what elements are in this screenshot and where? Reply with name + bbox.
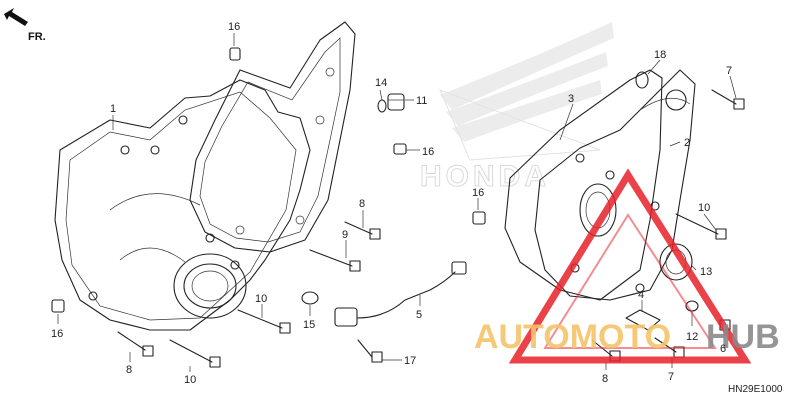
watermark-brand-part1: AUTOMOTO xyxy=(474,318,671,356)
callout-13: 13 xyxy=(700,266,712,278)
callout-8-left-upper: 8 xyxy=(359,198,365,210)
callout-15: 15 xyxy=(303,319,315,331)
callout-4: 4 xyxy=(638,289,644,301)
bolt-8-left-lower xyxy=(117,331,154,357)
o-ring-14 xyxy=(377,99,387,113)
callout-7-upper: 7 xyxy=(726,65,732,77)
speed-sensor-5 xyxy=(334,261,467,327)
callout-12: 12 xyxy=(686,331,698,343)
bolt-10-left-lower xyxy=(169,339,221,368)
left-crankcase-cover xyxy=(54,79,311,331)
dowel-pin-top xyxy=(229,47,241,61)
background-logo-text: HONDA xyxy=(420,160,550,193)
callout-17: 17 xyxy=(404,355,416,367)
bolt-8-left-upper xyxy=(344,221,381,240)
callout-3: 3 xyxy=(568,93,574,105)
callout-16-right: 16 xyxy=(422,146,434,158)
callout-18: 18 xyxy=(654,49,666,61)
o-ring-15 xyxy=(301,291,319,305)
callout-6: 6 xyxy=(720,343,726,355)
callout-10-left-lower: 10 xyxy=(184,374,196,386)
callout-8-right: 8 xyxy=(602,373,608,385)
callout-1: 1 xyxy=(110,103,116,115)
bracket-4 xyxy=(625,309,661,331)
watermark-logo: AUTOMOTO HUB xyxy=(474,318,780,356)
bolt-9 xyxy=(309,249,361,272)
dowel-pin-left xyxy=(51,299,65,313)
callout-11: 11 xyxy=(416,95,427,107)
callout-16-left: 16 xyxy=(51,328,63,340)
diagram-code: HN29E1000 xyxy=(728,384,783,395)
callout-16-top: 16 xyxy=(228,21,240,33)
bolt-10-left xyxy=(237,309,291,334)
callout-5: 5 xyxy=(416,309,422,321)
callout-2: 2 xyxy=(684,137,690,149)
callout-7-lower: 7 xyxy=(668,371,674,383)
callouts: 1 16 14 11 16 8 9 10 15 5 16 8 10 17 3 1… xyxy=(51,21,732,386)
callout-14: 14 xyxy=(375,77,387,89)
dowel-pin-center xyxy=(472,211,486,225)
right-cover-gasket xyxy=(504,69,663,301)
bolt-7-upper xyxy=(711,89,745,110)
bolt-17 xyxy=(357,339,383,363)
watermark-triangle xyxy=(508,168,752,364)
watermark-brand-part2: HUB xyxy=(706,318,780,356)
callout-9: 9 xyxy=(342,229,348,241)
front-direction-arrow: FR. xyxy=(4,8,46,43)
left-cover-gasket xyxy=(189,21,356,253)
callout-10-right: 10 xyxy=(698,202,710,214)
oil-plug-11 xyxy=(387,93,405,111)
callout-16-center: 16 xyxy=(472,187,484,199)
callout-8-left-lower: 8 xyxy=(126,364,132,376)
front-direction-label: FR. xyxy=(28,31,46,43)
right-crankcase-cover xyxy=(534,69,696,301)
bolt-10-right xyxy=(675,213,727,240)
dowel-pin-right xyxy=(393,143,407,155)
washer-12 xyxy=(685,300,699,312)
dowel-18 xyxy=(635,71,649,89)
honda-wing-logo: HONDA xyxy=(420,22,614,194)
callout-10-left: 10 xyxy=(255,293,267,305)
